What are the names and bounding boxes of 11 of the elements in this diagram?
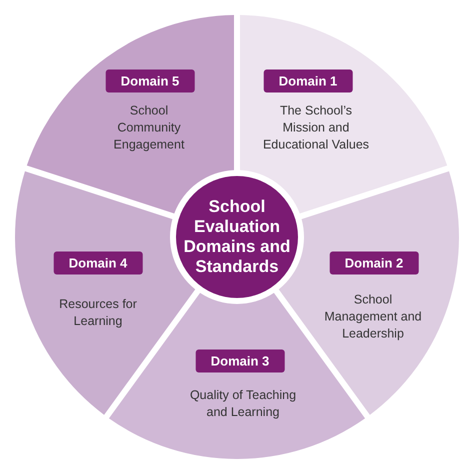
center-heading: School Evaluation Domains and Standards: [183, 197, 291, 277]
segment-text: School Management and Leadership: [324, 292, 422, 342]
domain-badge: Domain 3: [196, 350, 284, 372]
segment-text: School Community Engagement: [113, 102, 185, 154]
domain-badge: Domain 1: [264, 70, 352, 92]
segment-text: Resources for Learning: [58, 296, 138, 330]
segment-text: The School’s Mission and Educational Values: [262, 102, 370, 154]
domain-badge: Domain 5: [106, 70, 194, 92]
segment-text: Quality of Teaching and Learning: [189, 387, 297, 421]
domain-badge: Domain 2: [330, 252, 418, 274]
domain-badge: Domain 4: [54, 252, 142, 274]
